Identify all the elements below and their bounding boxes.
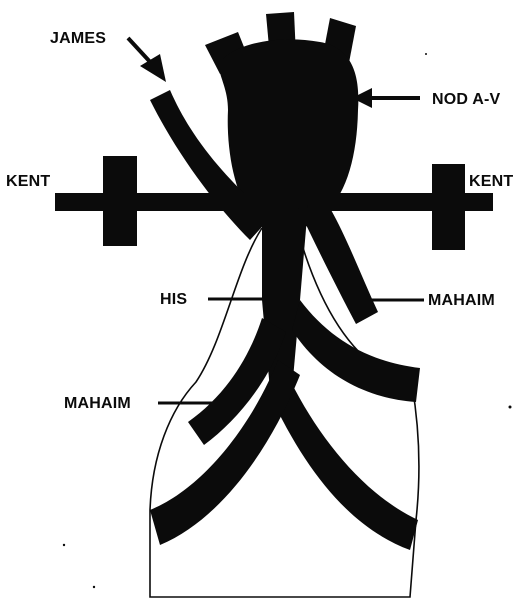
scan-speck [93,586,95,588]
kent-right-block [432,164,465,250]
james-leader [128,38,152,64]
label-mahaim-right: MAHAIM [428,292,495,309]
label-his: HIS [160,291,187,308]
scan-speck [425,53,427,55]
right-lower-branch [270,380,418,550]
label-nod-av: NOD A-V [432,91,500,108]
label-james: JAMES [50,30,106,47]
label-mahaim-left: MAHAIM [64,395,131,412]
label-kent-left: KENT [6,173,50,190]
scan-speck [509,406,512,409]
scan-speck [63,544,65,546]
label-kent-right: KENT [469,173,513,190]
james-arrowhead [140,54,166,82]
kent-left-block [103,156,137,246]
